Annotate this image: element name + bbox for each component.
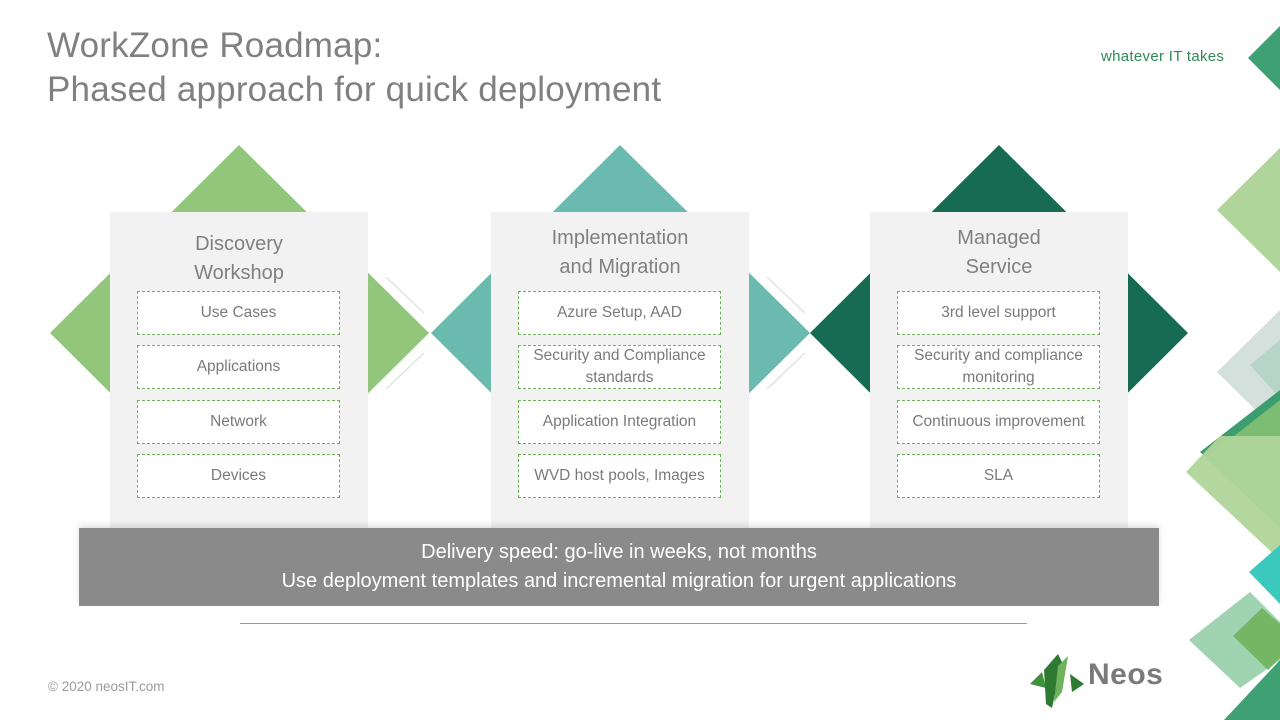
connector-line [385, 352, 425, 390]
phase-item: Devices [137, 454, 340, 498]
phase-title: Managed Service [870, 224, 1128, 282]
deco-triangle [1233, 608, 1280, 670]
phase-item: Security and compliance monitoring [897, 345, 1100, 389]
divider [240, 623, 1027, 624]
phase-title-line-1: Implementation [551, 227, 689, 249]
phase-title-line-2: and Migration [559, 256, 681, 278]
title-line-1: WorkZone Roadmap: [47, 26, 383, 65]
phase-card-discovery: Discovery Workshop Use Cases Application… [110, 212, 368, 528]
phase-item: Azure Setup, AAD [518, 291, 721, 335]
banner-line-1: Delivery speed: go-live in weeks, not mo… [421, 541, 817, 563]
phase-item: SLA [897, 454, 1100, 498]
phase-item: Security and Compliance standards [518, 345, 721, 389]
connector-line [766, 276, 806, 314]
deco-triangle [1186, 436, 1280, 560]
phase-card-managed-service: Managed Service 3rd level support Securi… [870, 212, 1128, 528]
deco-triangle [1224, 660, 1280, 720]
connector-line [385, 276, 425, 314]
neos-logo-text: Neos [1088, 658, 1164, 691]
phase-item: 3rd level support [897, 291, 1100, 335]
phase-item: Applications [137, 345, 340, 389]
phase-title-line-1: Managed [957, 227, 1041, 249]
tagline: whatever IT takes [1101, 48, 1225, 65]
deco-triangle [1248, 26, 1280, 90]
neos-logo: Neos [1028, 652, 1198, 708]
phase-card-implementation: Implementation and Migration Azure Setup… [491, 212, 749, 528]
phase-title-line-1: Discovery [195, 233, 283, 255]
delivery-banner: Delivery speed: go-live in weeks, not mo… [79, 528, 1159, 606]
phase-item: Network [137, 400, 340, 444]
title-line-2: Phased approach for quick deployment [47, 70, 662, 109]
banner-line-2: Use deployment templates and incremental… [281, 570, 957, 592]
deco-triangle [1250, 340, 1280, 398]
phase-title-line-2: Service [965, 256, 1033, 278]
connector-line [766, 352, 806, 390]
phase-item: Application Integration [518, 400, 721, 444]
deco-triangle [1249, 545, 1280, 604]
copyright: © 2020 neosIT.com [48, 679, 165, 694]
phase-title-line-2: Workshop [194, 262, 284, 284]
phase-item: Use Cases [137, 291, 340, 335]
phase-title: Discovery Workshop [110, 230, 368, 288]
slide-title: WorkZone Roadmap: Phased approach for qu… [47, 24, 661, 112]
phase-item: Continuous improvement [897, 400, 1100, 444]
neos-logo-icon [1030, 654, 1084, 708]
phase-item: WVD host pools, Images [518, 454, 721, 498]
phase-title: Implementation and Migration [491, 224, 749, 282]
deco-triangle [1217, 148, 1280, 272]
